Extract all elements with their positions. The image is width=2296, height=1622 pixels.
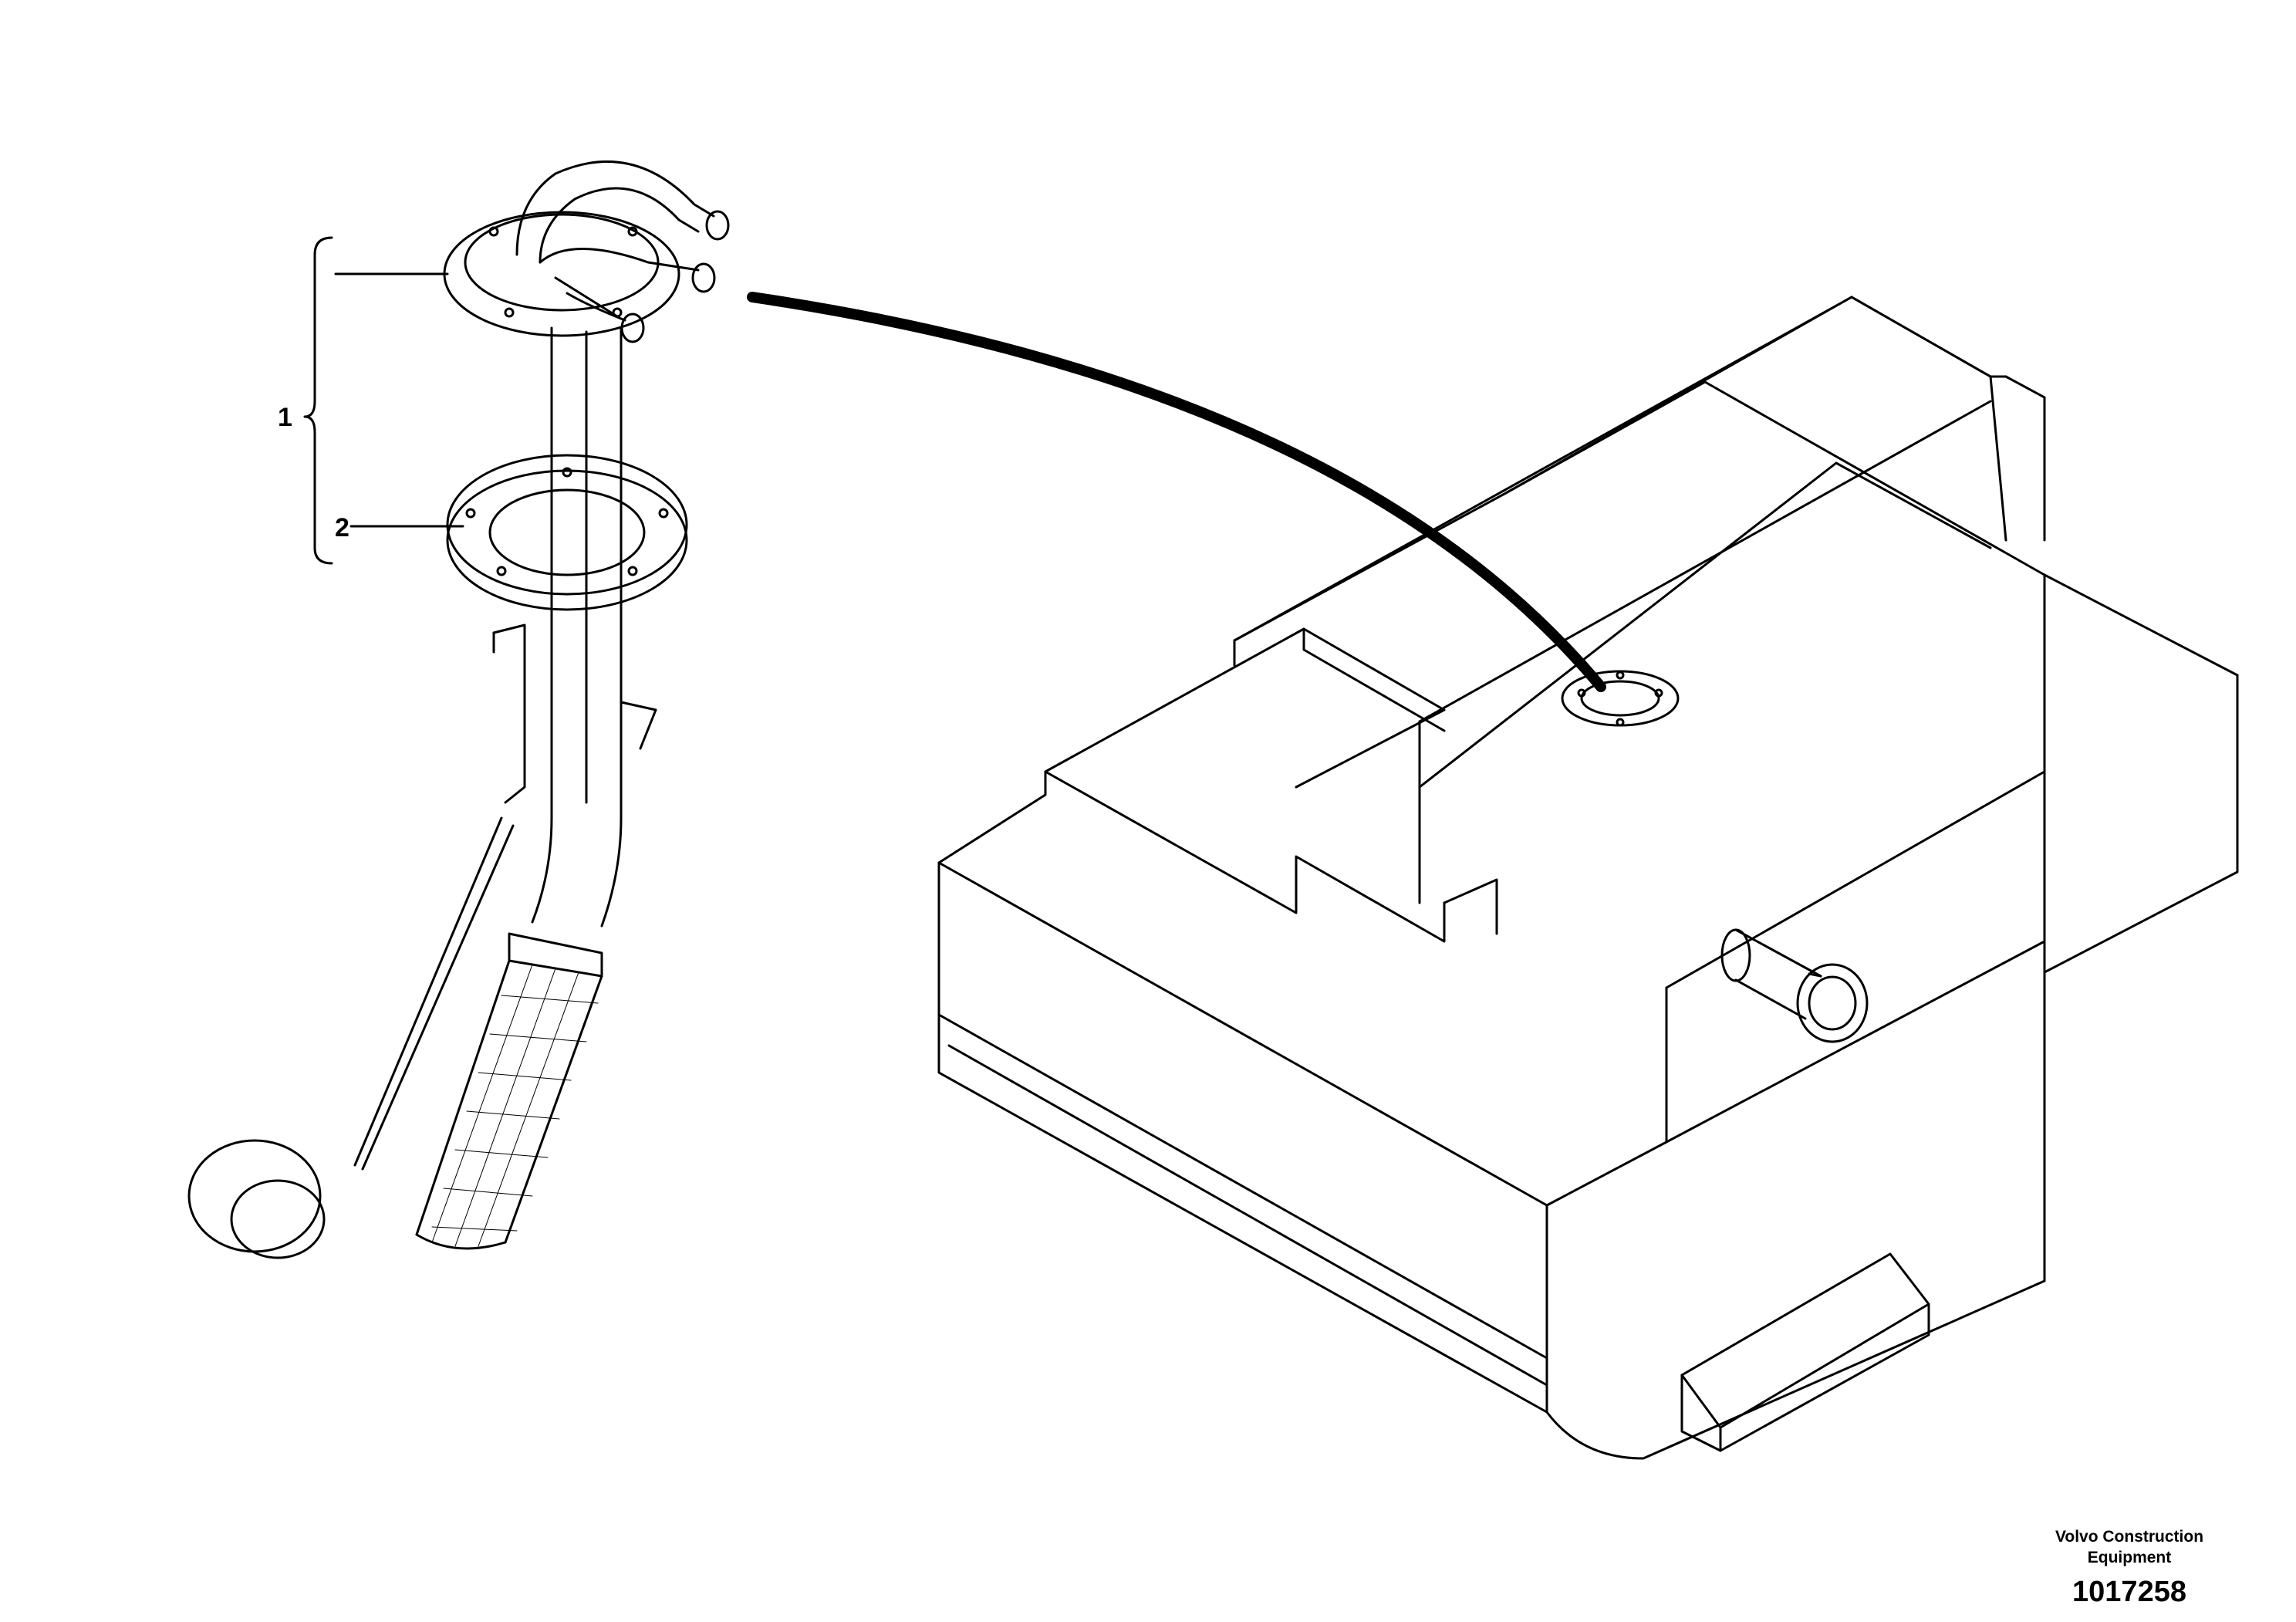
connector-arrow xyxy=(747,292,1606,692)
gasket-ring xyxy=(446,454,688,611)
company-name-line-2: Equipment xyxy=(2087,1549,2172,1566)
company-credit: Volvo Construction Equipment xyxy=(2021,1526,2237,1568)
callout-label-1: 1 xyxy=(278,403,292,432)
company-name-line-1: Volvo Construction xyxy=(2055,1528,2204,1546)
fuel-tank xyxy=(937,296,2239,1460)
strainer-mesh xyxy=(431,964,599,1247)
document-number: 1017258 xyxy=(2072,1576,2186,1608)
fuel-level-sender-unit xyxy=(187,160,730,1259)
callout-label-2: 2 xyxy=(335,513,349,542)
callout-leaders xyxy=(303,236,464,565)
